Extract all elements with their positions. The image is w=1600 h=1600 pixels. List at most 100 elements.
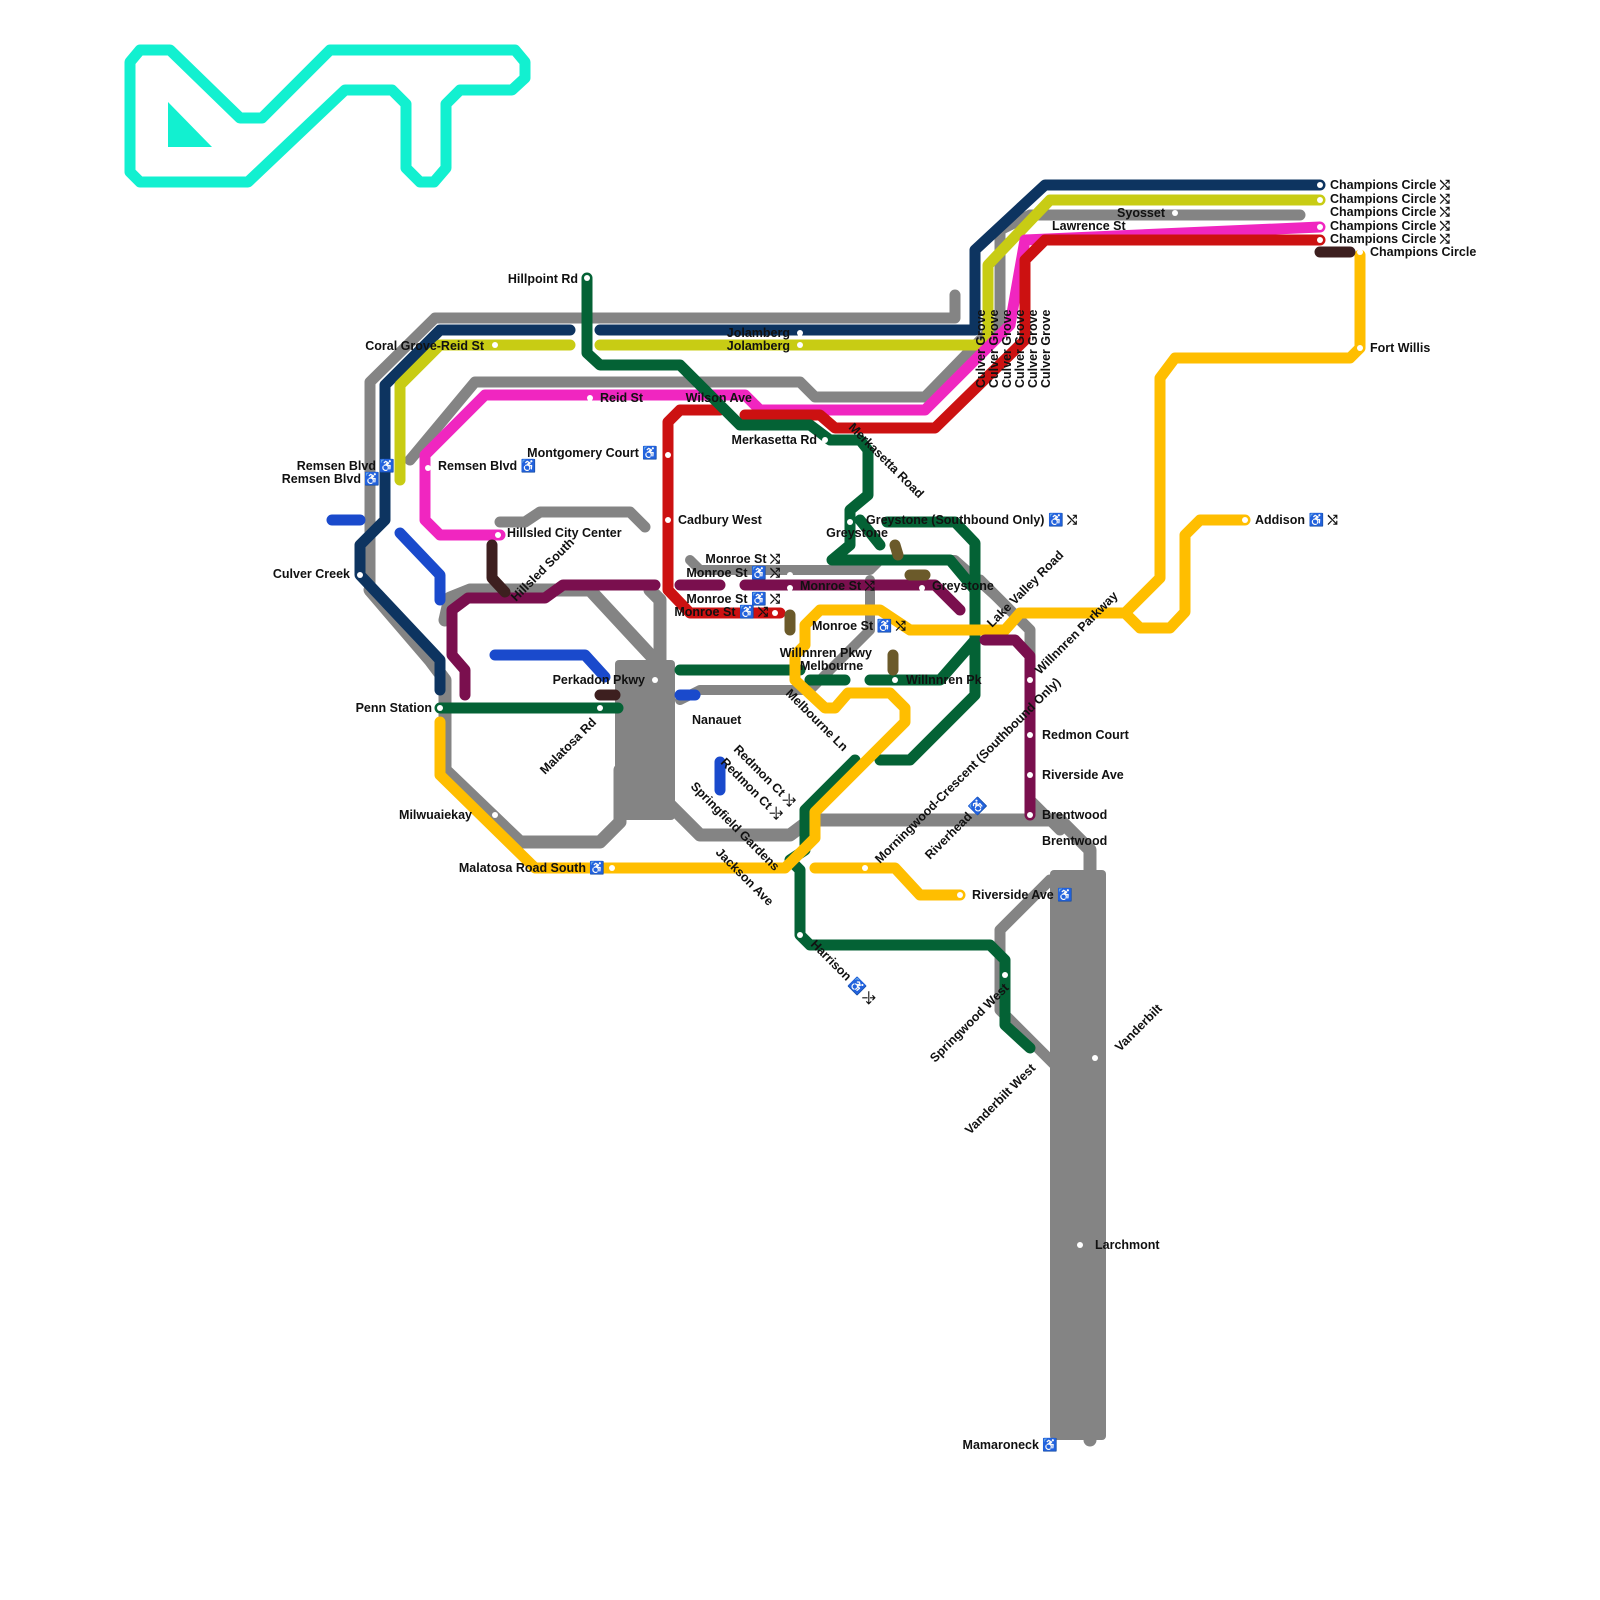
station-dot[interactable] [665,517,671,523]
station-dot[interactable] [1092,1055,1098,1061]
station-dot[interactable] [822,437,828,443]
label-culver-grove: Culver Grove [1026,309,1040,388]
label-coral-grove-reid: Coral Grove-Reid St [365,339,485,353]
logo-outline [130,50,525,182]
label-monroe-st: Monroe St ⤭ [705,552,781,566]
station-dot[interactable] [1172,210,1178,216]
label-hillpoint-rd: Hillpoint Rd [508,272,578,286]
station-dot[interactable] [1027,1055,1033,1061]
station-dot[interactable] [1357,345,1363,351]
station-dot[interactable] [919,585,925,591]
station-dot[interactable] [797,932,803,938]
station-dot[interactable] [495,532,501,538]
station-dot[interactable] [587,395,593,401]
station-dot[interactable] [677,717,683,723]
label-vanderbilt: Vanderbilt [1112,1001,1165,1054]
label-culver-creek: Culver Creek [273,567,350,581]
label-monroe-st: Monroe St ♿ ⤭ [686,565,781,580]
station-dot[interactable] [492,342,498,348]
station-dot[interactable] [797,342,803,348]
station-dot[interactable] [862,865,868,871]
label-champions-circle: Champions Circle ⤭ [1330,192,1451,206]
station-dot[interactable] [357,572,363,578]
label-culver-grove: Culver Grove [1000,309,1014,388]
station-dot[interactable] [1317,197,1323,203]
label-wilson-ave: Wilson Ave [686,391,752,405]
station-dot[interactable] [757,395,763,401]
station-dot[interactable] [1242,517,1248,523]
station-dot[interactable] [892,677,898,683]
label-fort-willis: Fort Willis [1370,341,1430,355]
station-dot[interactable] [665,452,671,458]
label-monroe-st: Monroe St ⤭ [800,579,876,593]
label-culver-grove: Culver Grove [987,309,1001,388]
station-dot[interactable] [1077,1242,1083,1248]
logo-triangle [168,102,212,147]
station-dot[interactable] [584,275,590,281]
station-dot[interactable] [1002,972,1008,978]
label-larchmont: Larchmont [1095,1238,1160,1252]
label-riverside-ave: Riverside Ave [1042,768,1124,782]
station-dot[interactable] [652,677,658,683]
label-monroe-st: Monroe St ♿ ⤭ [812,618,907,633]
label-springwood-west: Springwood West [927,980,1012,1065]
label-culver-grove: Culver Grove [1039,309,1053,388]
gray-block-south [1050,870,1106,1440]
station-dot[interactable] [1027,812,1033,818]
label-jolamberg: Jolamberg [727,339,790,353]
station-dot[interactable] [957,892,963,898]
label-milwuaiekay: Milwuaiekay [399,808,472,822]
label-monroe-st: Monroe St ♿ ⤭ [686,591,781,606]
label-syosset: Syosset [1117,206,1166,220]
station-dot[interactable] [492,812,498,818]
label-malatosa-road-south: Malatosa Road South ♿ [459,860,605,875]
station-dot[interactable] [609,865,615,871]
label-champions-circle: Champions Circle ⤭ [1330,178,1451,192]
station-dot[interactable] [425,465,431,471]
station-dot[interactable] [1042,224,1048,230]
label-remsen-blvd: Remsen Blvd ♿ [297,458,395,473]
label-montgomery-court: Montgomery Court ♿ [527,445,658,460]
station-dot[interactable] [597,705,603,711]
station-dot[interactable] [772,610,778,616]
transit-logo [130,50,525,182]
station-dot[interactable] [1317,210,1323,216]
station-dot[interactable] [787,572,793,578]
station-dot[interactable] [1027,732,1033,738]
label-cadbury-west: Cadbury West [678,513,763,527]
station-dot[interactable] [1027,837,1033,843]
station-dot[interactable] [437,705,443,711]
label-culver-grove: Culver Grove [974,309,988,388]
label-monroe-st: Monroe St ♿ ⤭ [674,604,769,619]
station-dot[interactable] [1027,772,1033,778]
station-dot[interactable] [1062,1442,1068,1448]
label-champions-circle: Champions Circle [1370,245,1476,259]
label-mamaroneck: Mamaroneck ♿ [963,1437,1058,1452]
label-remsen-blvd: Remsen Blvd ♿ [282,471,380,486]
station-dot[interactable] [787,585,793,591]
station-dot[interactable] [1317,182,1323,188]
label-champions-circle: Champions Circle ⤭ [1330,219,1451,233]
label-jolamberg: Jolamberg [727,326,790,340]
label-malatosa-rd: Malatosa Rd [537,715,599,777]
label-remsen-blvd: Remsen Blvd ♿ [438,458,536,473]
label-culver-grove: Culver Grove [1013,309,1027,388]
label-greystone-southbound: Greystone (Southbound Only) ♿ ⤭ [866,512,1078,527]
label-redmon-court: Redmon Court [1042,728,1130,742]
label-willnnren-parkway: Willnnren Parkway [1032,589,1120,677]
station-dot[interactable] [1317,224,1323,230]
station-dot[interactable] [1317,237,1323,243]
gray-track-hillsled [500,512,645,527]
label-perkadon-pkwy: Perkadon Pkwy [553,673,645,687]
label-willnnren-pkwy: Willnnren Pkwy [780,646,872,660]
line-yellow [440,255,1360,895]
station-dot[interactable] [847,519,853,525]
station-dot[interactable] [1357,249,1363,255]
label-merkasetta-rd: Merkasetta Rd [732,433,817,447]
label-riverside-ave-accessible: Riverside Ave ♿ [972,887,1073,902]
station-dot[interactable] [1027,677,1033,683]
station-dot[interactable] [797,330,803,336]
label-greystone: Greystone [826,526,888,540]
